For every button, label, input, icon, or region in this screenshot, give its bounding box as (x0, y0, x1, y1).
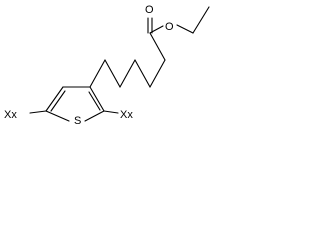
bond-carbonyl-ether-o (149, 25, 164, 34)
bond-c5-xx-left (29, 110, 47, 114)
ring-bond-s-c5 (45, 110, 70, 122)
bond-c2-xx-right (103, 110, 119, 114)
chain-bond-1 (89, 59, 106, 88)
ring-bond-c5-c4 (45, 86, 64, 112)
chain-bond-3 (119, 59, 136, 88)
thiophene-ring (45, 86, 105, 122)
chain-bond-4 (134, 59, 151, 88)
bond-ch2-ch3 (192, 6, 210, 34)
ring-bond-c3-c2 (89, 86, 105, 112)
carbonyl-oxygen-label: O (145, 4, 154, 16)
alkyl-chain (89, 32, 166, 88)
xx-right-label: Xx (120, 109, 133, 121)
ring-double-bond-c5-c4 (50, 90, 66, 112)
chain-bond-2 (104, 59, 121, 88)
chain-bond-5 (149, 59, 166, 88)
sulfur-label: S (74, 115, 81, 127)
chain-bond-6 (149, 32, 166, 61)
chemical-structure: O O S Xx Xx (4, 4, 210, 127)
xx-left-label: Xx (4, 109, 17, 121)
bond-ether-o-ch2 (176, 24, 194, 34)
ester-group (147, 6, 210, 34)
ring-double-bond-c3-c2 (88, 91, 101, 111)
ether-oxygen-label: O (165, 21, 174, 33)
ring-bond-c2-s (84, 110, 105, 122)
